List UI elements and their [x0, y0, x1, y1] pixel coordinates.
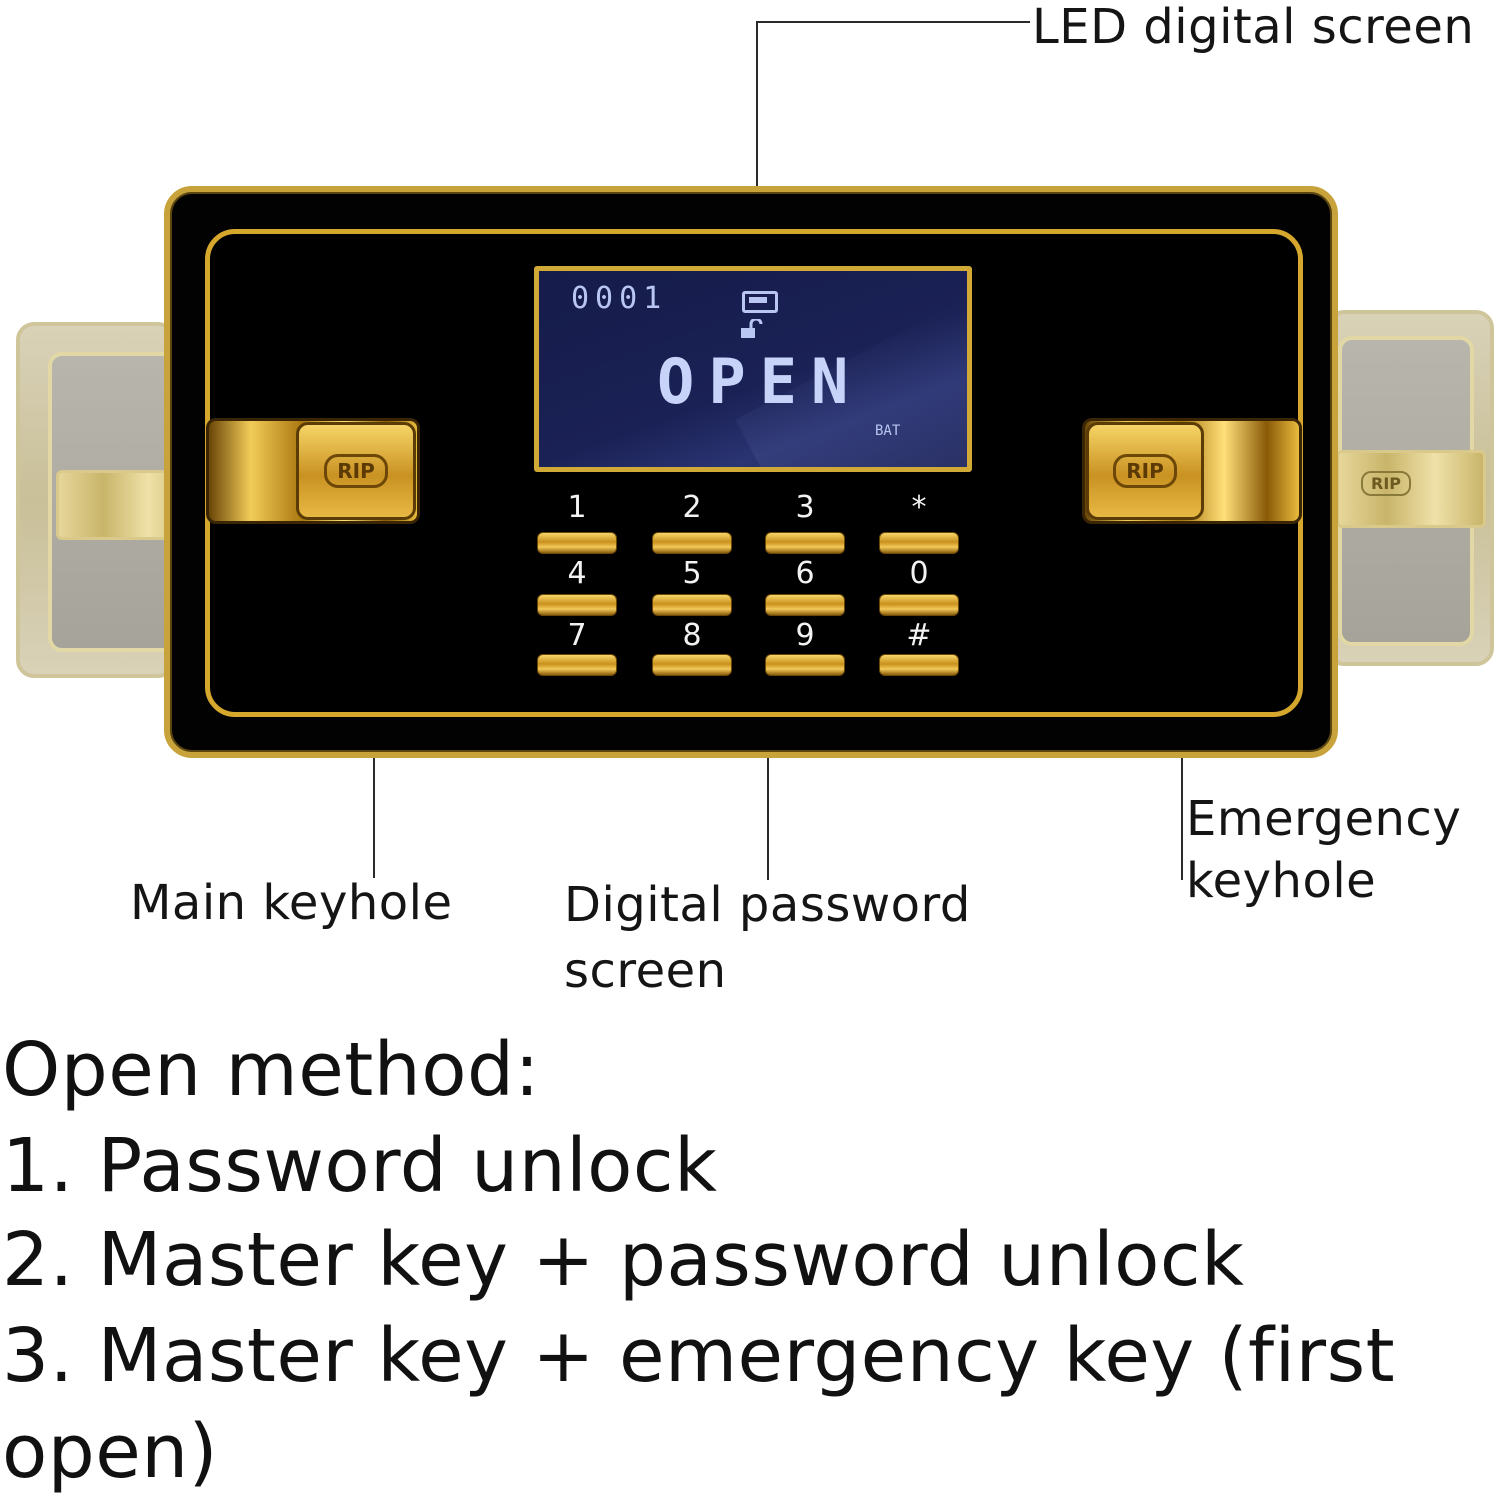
keypad-key-button[interactable]	[537, 654, 617, 676]
callout-emergency-line1: Emergency	[1186, 791, 1462, 847]
keypad-key-button[interactable]	[537, 594, 617, 616]
password-screen-leader	[767, 758, 769, 880]
keypad-key-label: 9	[795, 618, 815, 653]
battery-icon	[742, 291, 778, 313]
keypad-key-button[interactable]	[765, 594, 845, 616]
callout-digital-password-line1: Digital password	[564, 877, 971, 933]
keypad-key-button[interactable]	[652, 532, 732, 554]
far-right-rfid-label: RIP	[1361, 471, 1411, 496]
emergency-keyhole-leader	[1181, 758, 1183, 880]
keypad-key-button[interactable]	[537, 532, 617, 554]
keypad-key-label: *	[911, 490, 927, 525]
keypad-key-button[interactable]	[652, 654, 732, 676]
keypad-key-label: 6	[795, 556, 815, 591]
keypad-key-label: 3	[795, 490, 815, 525]
keypad-key-button[interactable]	[765, 532, 845, 554]
led-leader-horizontal	[756, 21, 1030, 23]
open-method-heading: Open method:	[2, 1027, 540, 1113]
unlock-icon	[741, 319, 763, 338]
led-digital-screen: 0001 OPEN BAT	[534, 266, 972, 472]
main-keyhole-rfid-label: RIP	[324, 454, 388, 488]
open-method-item-3: 3. Master key + emergency key (first ope…	[2, 1313, 1396, 1495]
main-keyhole-rfid-tag[interactable]: RIP	[296, 422, 416, 520]
keypad-key-label: #	[906, 618, 932, 653]
open-method-item-2: 2. Master key + password unlock	[2, 1217, 1245, 1303]
keypad-key-label: 1	[567, 490, 587, 525]
keypad-key-label: 0	[909, 556, 929, 591]
lcd-counter: 0001	[571, 281, 668, 316]
lcd-status: OPEN	[657, 345, 863, 418]
keypad-key-label: 2	[682, 490, 702, 525]
keypad-key-button[interactable]	[652, 594, 732, 616]
keypad-key-label: 5	[682, 556, 702, 591]
right-side-plate: RIP	[1326, 310, 1494, 666]
keypad-key-label: 4	[567, 556, 587, 591]
emergency-keyhole-rfid-label: RIP	[1113, 454, 1177, 488]
keypad-key-button[interactable]	[879, 532, 959, 554]
callout-emergency-keyhole: Emergency keyhole	[1186, 788, 1461, 912]
callout-main-keyhole: Main keyhole	[130, 875, 453, 931]
callout-led-screen: LED digital screen	[1032, 0, 1475, 55]
callout-digital-password-line2: screen	[564, 943, 727, 999]
keypad-key-button[interactable]	[879, 654, 959, 676]
main-keyhole-leader	[373, 758, 375, 878]
callout-emergency-line2: keyhole	[1186, 853, 1377, 909]
left-side-plate	[16, 322, 196, 678]
open-method-item-1: 1. Password unlock	[2, 1123, 718, 1209]
led-leader-vertical	[756, 21, 758, 189]
lcd-battery-label: BAT	[875, 423, 901, 439]
emergency-keyhole-rfid-tag[interactable]: RIP	[1086, 422, 1204, 520]
callout-digital-password: Digital password screen	[564, 874, 971, 1002]
keypad-key-button[interactable]	[879, 594, 959, 616]
right-side-bolt: RIP	[1336, 450, 1486, 528]
keypad-key-button[interactable]	[765, 654, 845, 676]
keypad-key-label: 7	[567, 618, 587, 653]
keypad-key-label: 8	[682, 618, 702, 653]
